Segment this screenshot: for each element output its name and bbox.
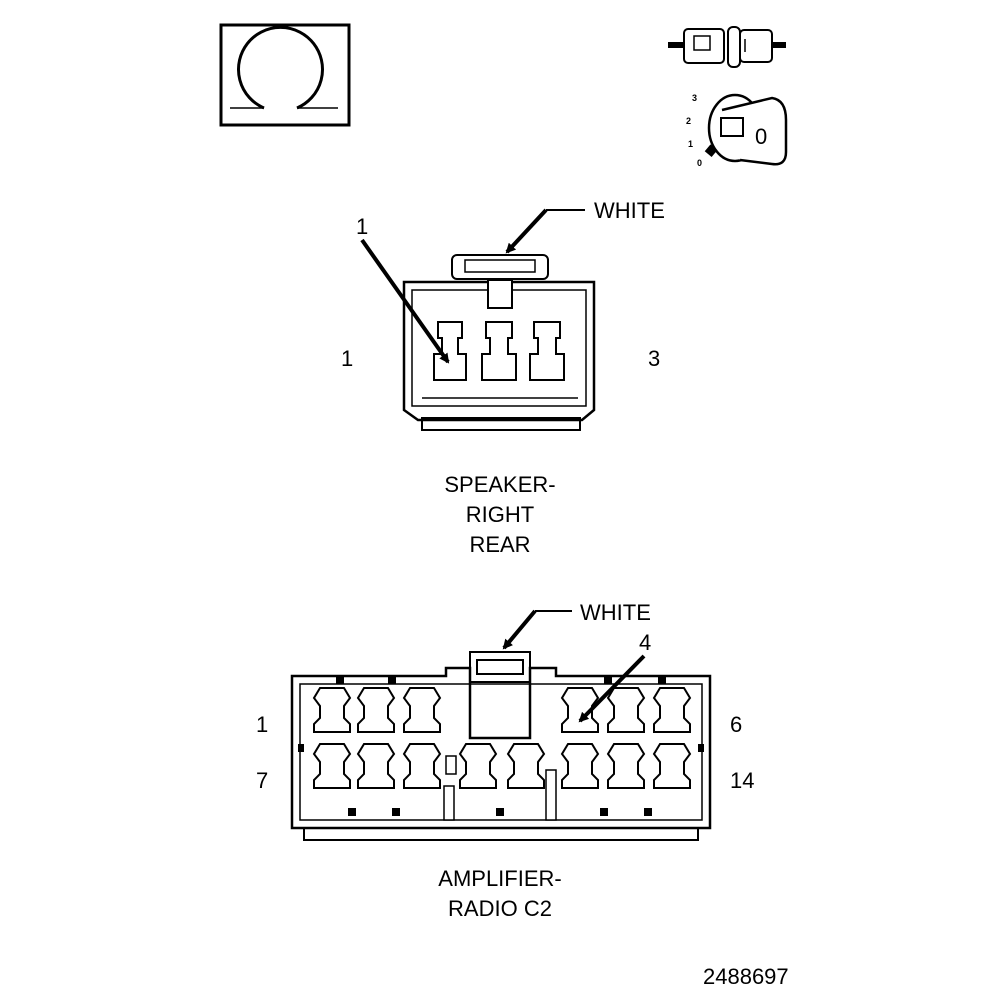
speaker-caption-line: SPEAKER- [444,472,556,497]
speaker-color-label: WHITE [594,198,665,223]
amplifier-pin-14-label: 14 [730,768,755,793]
speaker-caption-line: REAR [469,532,531,557]
ignition-position-2: 2 [686,116,691,126]
amplifier-color-label: WHITE [580,600,651,625]
ohmmeter-icon [219,23,351,127]
amplifier-caption: AMPLIFIER- RADIO C2 [390,864,610,924]
figure-number: 2488697 [703,964,789,989]
amplifier-pin-1-label: 1 [256,712,269,737]
amplifier-pin-7-label: 7 [256,768,269,793]
amplifier-callout-label: 4 [639,630,652,655]
speaker-pin-left-label: 1 [341,346,354,371]
amplifier-caption-line: AMPLIFIER- [438,866,562,891]
speaker-pin-right-label: 3 [648,346,661,371]
ignition-position-1: 1 [688,139,693,149]
speaker-connector [360,208,596,431]
ignition-key-label: 0 [755,124,767,149]
amplifier-pin-6-label: 6 [730,712,743,737]
ignition-position-0: 0 [697,158,702,168]
amplifier-connector [290,609,712,841]
ignition-key-icon: 0 3 2 1 0 [686,93,788,168]
amplifier-caption-line: RADIO C2 [448,896,552,921]
ignition-position-3: 3 [692,93,697,103]
connector-icon [668,26,786,68]
speaker-caption: SPEAKER- RIGHT REAR [400,470,600,560]
speaker-caption-line: RIGHT [465,502,535,527]
speaker-callout-label: 1 [356,214,369,239]
